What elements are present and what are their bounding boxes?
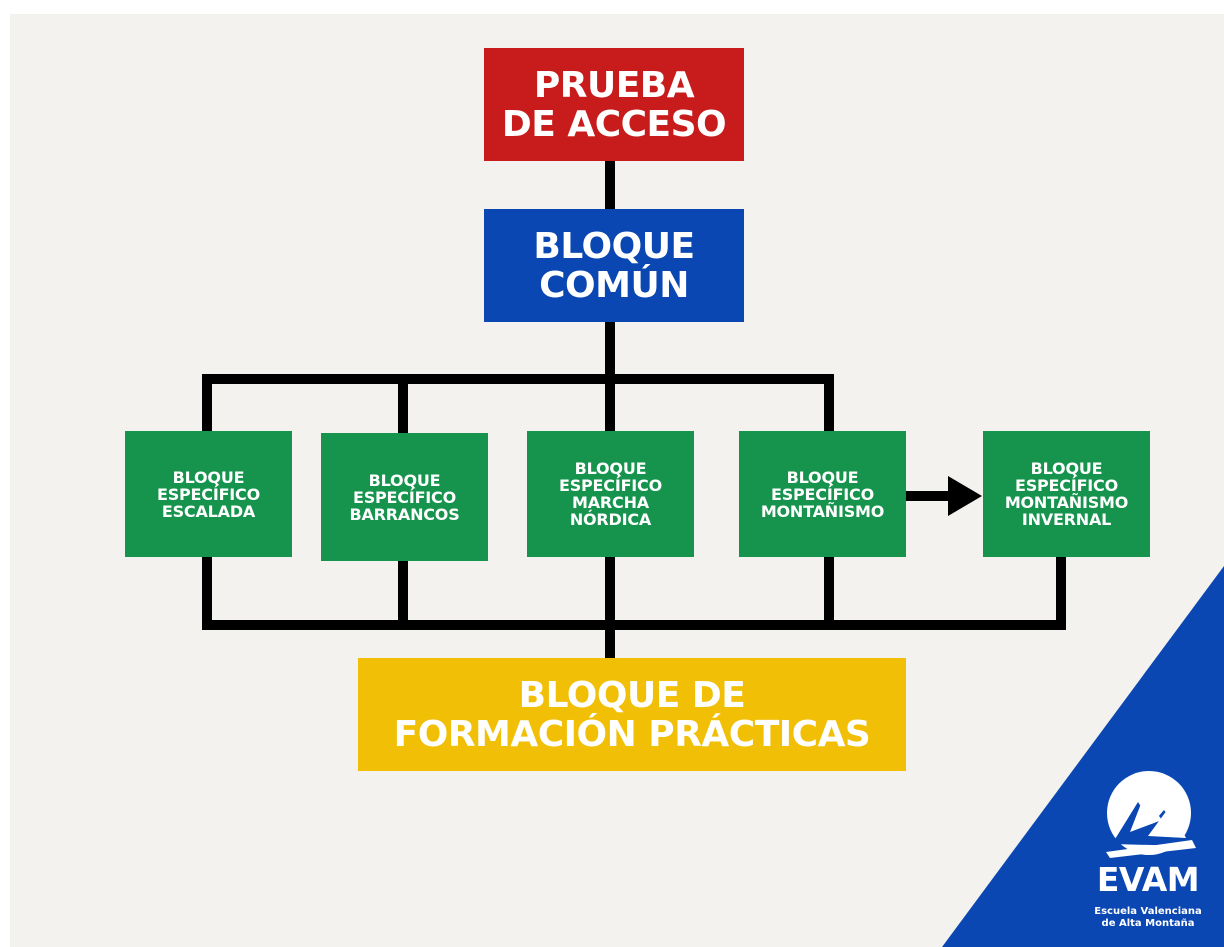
specific-block-escalada-label: BLOQUE ESPECÍFICO ESCALADA bbox=[156, 467, 261, 521]
logo-subtitle-text: Escuela Valenciana de Alta Montaña bbox=[1094, 906, 1202, 929]
logo-subtitle: Escuela Valenciana de Alta Montaña bbox=[1080, 906, 1216, 930]
specific-block-montanismo-label: BLOQUE ESPECÍFICO MONTAÑISMO bbox=[760, 467, 885, 521]
specific-block-montanismo-invernal: BLOQUE ESPECÍFICO MONTAÑISMO INVERNAL bbox=[983, 431, 1150, 557]
specific-block-escalada: BLOQUE ESPECÍFICO ESCALADA bbox=[125, 431, 292, 557]
specific-block-marcha-nordica-label: BLOQUE ESPECÍFICO MARCHA NÓRDICA bbox=[558, 459, 663, 529]
connector-bottom-bar bbox=[202, 620, 1066, 630]
specific-block-barrancos-label: BLOQUE ESPECÍFICO BARRANCOS bbox=[349, 470, 460, 524]
practice-block-box: BLOQUE DE FORMACIÓN PRÁCTICAS bbox=[358, 658, 906, 771]
arrow-shaft bbox=[905, 491, 953, 501]
logo-brand-text: EVAM bbox=[1096, 860, 1200, 899]
mountain-logo-icon bbox=[1106, 771, 1196, 858]
access-test-box: PRUEBA DE ACCESO bbox=[484, 48, 744, 161]
access-test-label: PRUEBA DE ACCESO bbox=[501, 64, 727, 145]
connector-barrancos-down bbox=[398, 560, 408, 630]
connector-escalada-down bbox=[202, 556, 212, 630]
specific-block-barrancos: BLOQUE ESPECÍFICO BARRANCOS bbox=[321, 433, 488, 561]
connector-to-escalada bbox=[202, 374, 212, 432]
connector-montanismo-down bbox=[824, 556, 834, 630]
common-block-label: BLOQUE COMÚN bbox=[533, 225, 695, 306]
connector-invernal-down bbox=[1056, 556, 1066, 630]
connector-marcha-down bbox=[605, 556, 615, 660]
connector-to-montanismo bbox=[824, 374, 834, 431]
specific-block-montanismo-invernal-label: BLOQUE ESPECÍFICO MONTAÑISMO INVERNAL bbox=[1004, 459, 1129, 529]
common-block-box: BLOQUE COMÚN bbox=[484, 209, 744, 322]
connector-to-barrancos bbox=[398, 374, 408, 434]
practice-block-label: BLOQUE DE FORMACIÓN PRÁCTICAS bbox=[393, 674, 871, 755]
specific-block-marcha-nordica: BLOQUE ESPECÍFICO MARCHA NÓRDICA bbox=[527, 431, 694, 557]
specific-block-montanismo: BLOQUE ESPECÍFICO MONTAÑISMO bbox=[739, 431, 906, 557]
connector-access-to-common bbox=[605, 160, 615, 212]
arrow-head-icon bbox=[948, 476, 982, 516]
connector-top-bar bbox=[202, 374, 834, 384]
